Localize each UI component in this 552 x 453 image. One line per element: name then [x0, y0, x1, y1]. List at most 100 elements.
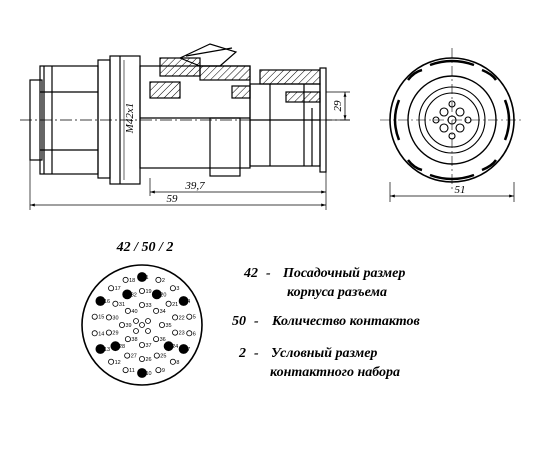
contact-layout [81, 264, 203, 386]
contact-pin [133, 328, 139, 334]
pin [439, 123, 449, 133]
pin-number: 14 [98, 331, 104, 337]
pin-number: 38 [131, 337, 137, 343]
pin-number: 21 [172, 302, 178, 308]
pin-number: 1 [146, 275, 149, 281]
pin-number: 31 [119, 302, 125, 308]
contact-pin [155, 276, 162, 283]
contact-pin [108, 285, 115, 292]
insert-sleeve [209, 117, 241, 177]
contact-pin [124, 336, 131, 343]
legend: 42 - Посадочный размер корпуса разъема 5… [232, 266, 420, 380]
pin [439, 107, 449, 117]
contact-pin [169, 358, 176, 365]
pin-number: 15 [98, 315, 104, 321]
contact-pin [169, 285, 176, 292]
contact-pin [119, 321, 126, 328]
pin-number: 32 [131, 292, 137, 298]
dim-label-29: 29 [332, 100, 344, 112]
contact-pin [153, 352, 160, 359]
pin-number: 25 [160, 354, 166, 360]
contact-pin [105, 314, 112, 321]
legend-dash-2: - [254, 314, 259, 329]
contact-pin [163, 341, 174, 352]
pin-number: 30 [112, 315, 118, 321]
pin-number: 19 [146, 289, 152, 295]
contact-pin [178, 296, 189, 306]
contact-pin [95, 344, 106, 354]
contact-pin [145, 318, 151, 324]
contact-pin [172, 329, 179, 336]
contact-pin [110, 341, 121, 352]
contact-pin [186, 313, 193, 320]
contact-pin [124, 307, 131, 314]
contact-pin [178, 344, 189, 354]
legend-dash-3: - [254, 346, 259, 361]
pin-number: 20 [160, 292, 166, 298]
contact-pin [112, 300, 119, 307]
dim-label-59: 59 [167, 193, 179, 205]
pin-number: 5 [193, 315, 196, 321]
contact-pin [91, 313, 98, 320]
contact-pin [137, 368, 147, 378]
contact-pin [133, 318, 139, 324]
pin-number: 9 [162, 368, 165, 374]
pin-number: 4 [187, 299, 190, 305]
legend-num-3: 2 [238, 346, 246, 361]
section-hatch-4 [231, 85, 251, 99]
front-view [380, 48, 524, 202]
contact-pin [139, 322, 145, 328]
coupling-ring [97, 59, 111, 179]
pin-number: 10 [146, 371, 152, 377]
contact-pin [105, 329, 112, 336]
pin-number: 8 [176, 360, 179, 366]
legend-text-3a: Условный размер [271, 346, 377, 361]
section-hatch-1 [159, 57, 201, 77]
pin-number: 13 [104, 347, 110, 353]
pin-number: 6 [193, 331, 196, 337]
contact-pin [138, 301, 145, 308]
contact-pin [145, 328, 151, 334]
dim-label-39-7: 39,7 [184, 180, 205, 192]
insert-face [81, 264, 203, 386]
thread-label: M42x1 [124, 103, 136, 135]
dim-label-51: 51 [455, 184, 466, 196]
pin-number: 28 [119, 344, 125, 350]
contact-pin [153, 336, 160, 343]
pin-number: 26 [146, 357, 152, 363]
section-hatch-3 [149, 81, 181, 99]
pin-number: 34 [160, 309, 166, 315]
pin-number: 36 [160, 337, 166, 343]
pin-number: 24 [172, 344, 178, 350]
section-hatch-6 [285, 91, 321, 103]
contact-pin [151, 289, 162, 300]
pin [455, 123, 465, 133]
contact-pin [137, 272, 147, 282]
contact-pin [124, 352, 131, 359]
section-hatch-5 [259, 69, 321, 85]
contact-pin [122, 367, 129, 374]
contact-pin [158, 321, 165, 328]
pin-number: 2 [162, 278, 165, 284]
contact-pin [165, 300, 172, 307]
contact-pin [186, 330, 193, 337]
contact-pin [138, 355, 145, 362]
pin-number: 22 [179, 315, 185, 321]
contact-pin [91, 330, 98, 337]
pin-number: 29 [112, 331, 118, 337]
legend-num-2: 50 [232, 314, 246, 329]
pin-number: 16 [104, 299, 110, 305]
pin [455, 107, 465, 117]
side-view [20, 43, 350, 210]
contact-pin [138, 341, 145, 348]
pin-number: 12 [115, 360, 121, 366]
legend-text-1a: Посадочный размер [282, 266, 405, 281]
pin-number: 18 [129, 278, 135, 284]
pin-number: 23 [179, 331, 185, 337]
pin-number: 35 [166, 323, 172, 329]
contact-pin [172, 314, 179, 321]
main-body [139, 65, 251, 169]
pin-number: 39 [126, 323, 132, 329]
contact-pin [138, 287, 145, 294]
